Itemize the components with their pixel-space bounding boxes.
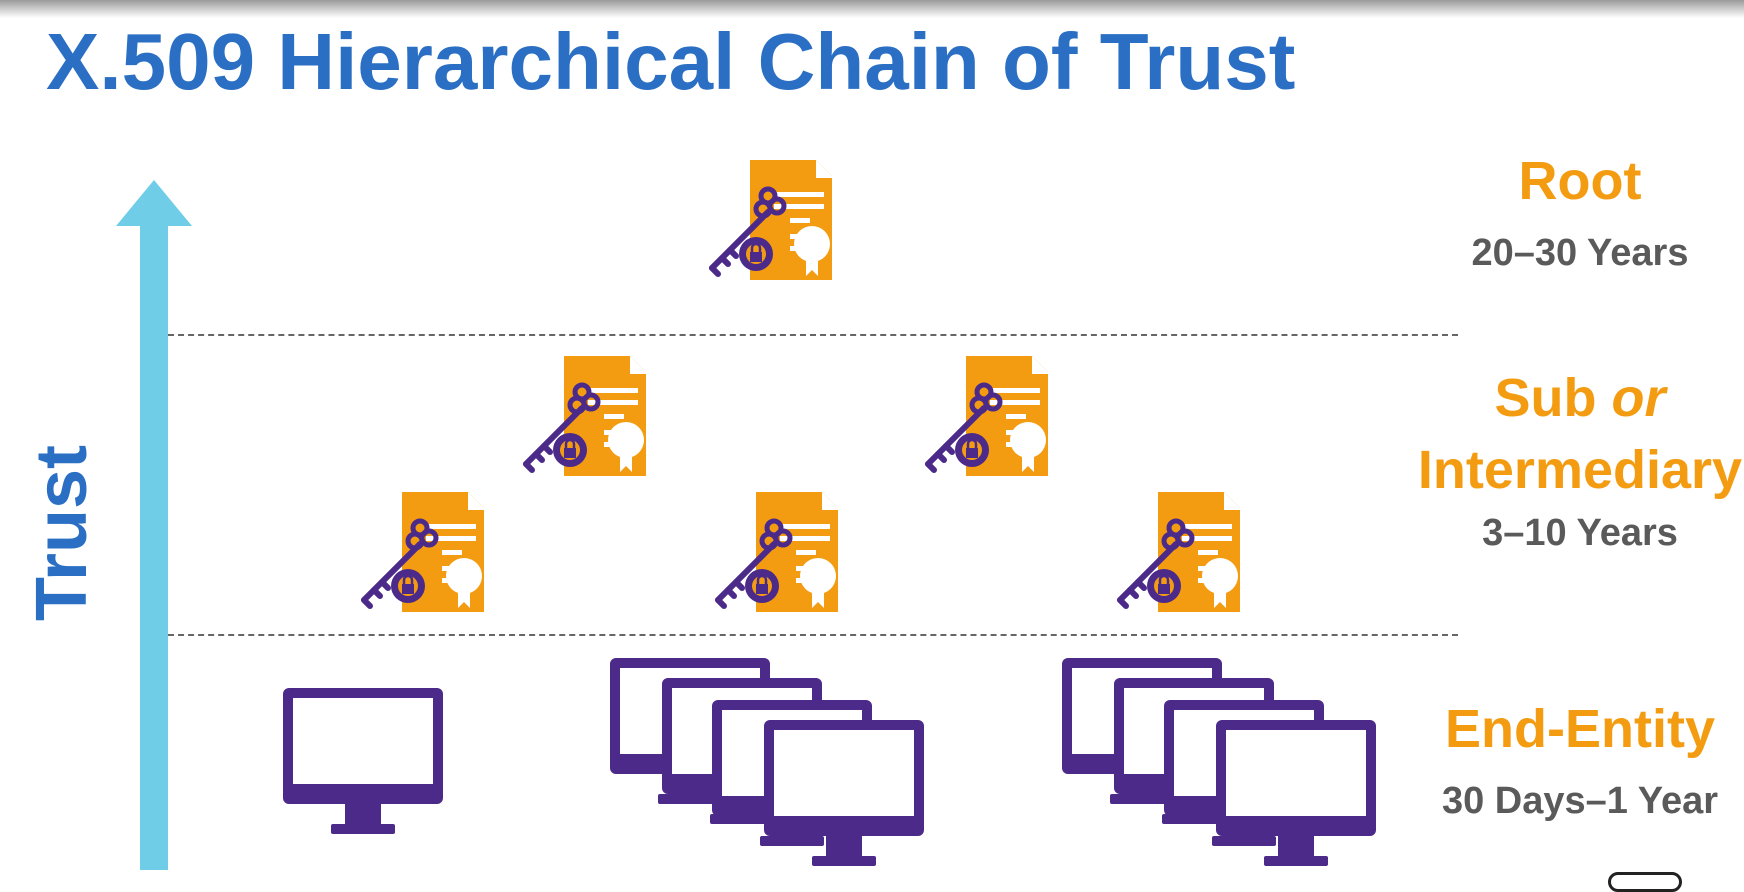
intermediate-certificate-icon <box>714 488 838 612</box>
intermediate-name-or: or <box>1611 368 1666 428</box>
intermediate-certificate-icon <box>360 488 484 612</box>
end-entity-level-name: End-Entity <box>1445 699 1715 759</box>
monitor-group-right <box>1062 658 1382 868</box>
monitor-group-left <box>610 658 930 868</box>
corner-overlay-fragment <box>1608 872 1682 892</box>
intermediate-level-lifespan: 3–10 Years <box>1482 512 1678 554</box>
intermediate-certificate-icon <box>924 352 1048 476</box>
intermediate-certificate-icon <box>1116 488 1240 612</box>
monitor-icon <box>1216 720 1376 870</box>
slide-title: X.509 Hierarchical Chain of Trust <box>46 17 1296 106</box>
trust-axis-label: Trust <box>22 444 102 622</box>
top-edge-shadow <box>0 0 1744 18</box>
intermediate-level-name: Sub or Intermediary <box>1380 362 1744 506</box>
up-arrow-icon <box>116 180 192 870</box>
root-level-lifespan: 20–30 Years <box>1471 232 1689 274</box>
divider-root-intermediate <box>168 334 1458 336</box>
monitor-icon <box>764 720 924 870</box>
root-level-name: Root <box>1518 151 1642 211</box>
root-certificate-icon <box>708 156 832 280</box>
end-entity-level-lifespan: 30 Days–1 Year <box>1441 780 1719 822</box>
intermediate-name-sub: Sub <box>1494 368 1612 428</box>
intermediate-name-intermediary: Intermediary <box>1417 440 1743 500</box>
intermediate-certificate-icon <box>522 352 646 476</box>
monitor-icon <box>282 688 444 838</box>
divider-intermediate-end-entity <box>168 634 1458 636</box>
